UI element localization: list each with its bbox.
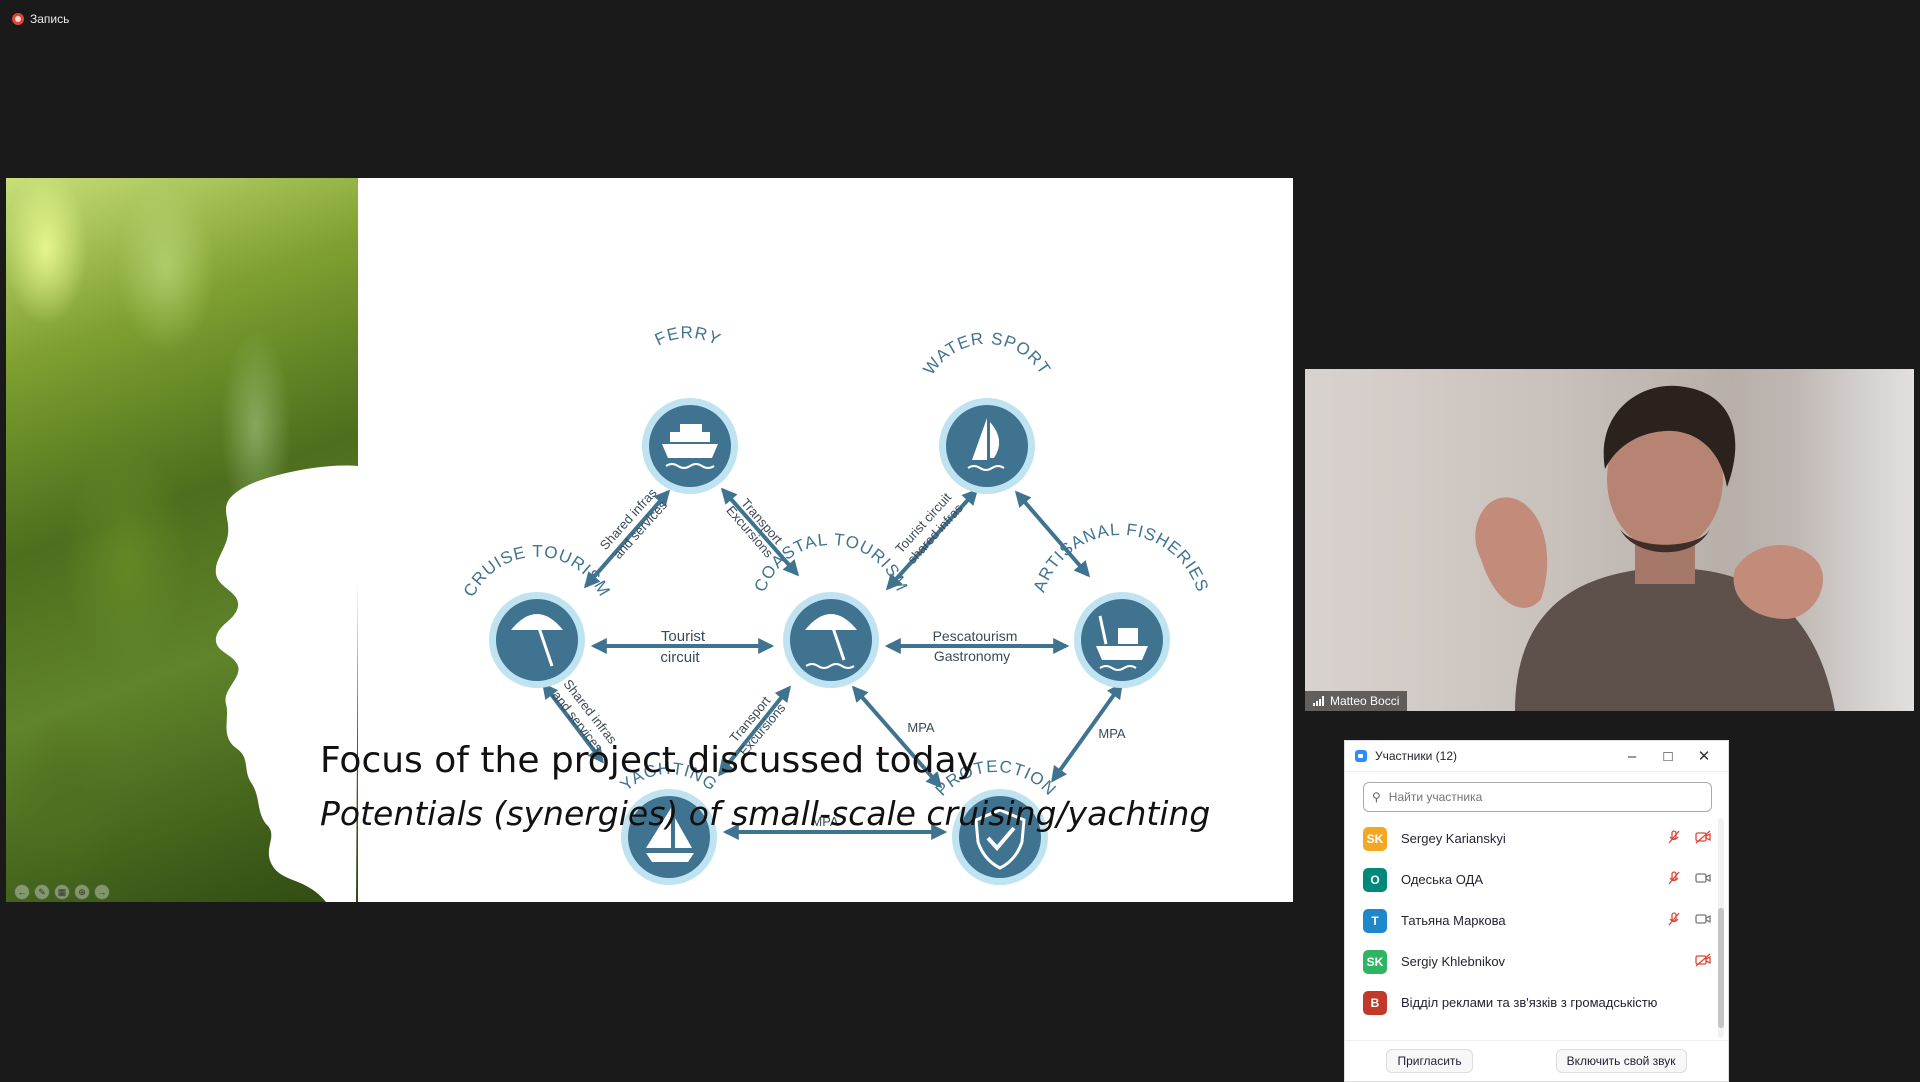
mic-muted-icon bbox=[1666, 870, 1682, 889]
search-icon: ⚲ bbox=[1372, 790, 1381, 804]
edge-label-coastal-protection: MPA bbox=[907, 720, 935, 735]
fishing-boat-icon bbox=[1096, 615, 1148, 671]
edge-label-cruise-ferry: Shared infras and services bbox=[597, 485, 671, 562]
node-water-sport bbox=[939, 398, 1035, 494]
participant-row[interactable]: Т Татьяна Маркова bbox=[1345, 900, 1728, 941]
slide-title: Focus of the project discussed today bbox=[320, 740, 978, 781]
beach-umbrella-icon bbox=[805, 614, 857, 669]
invite-button[interactable]: Пригласить bbox=[1386, 1049, 1473, 1073]
ferry-icon bbox=[662, 424, 718, 469]
shared-slide: FERRY WATER SPORT CRUISE TOURISM COASTAL… bbox=[6, 178, 1293, 902]
speaker-video-image bbox=[1475, 385, 1835, 711]
node-yachting bbox=[621, 789, 717, 885]
participants-panel-title: Участники (12) bbox=[1375, 749, 1458, 763]
participant-search[interactable]: ⚲ bbox=[1363, 782, 1712, 812]
participants-scrollbar[interactable] bbox=[1718, 818, 1724, 1038]
video-on-icon bbox=[1694, 870, 1712, 889]
node-label-ferry: FERRY bbox=[652, 323, 724, 350]
node-ferry bbox=[642, 398, 738, 494]
participant-status bbox=[1694, 952, 1712, 971]
participant-row-name: Sergiy Khlebnikov bbox=[1401, 954, 1506, 969]
edge-label-fisheries-protection: MPA bbox=[1098, 726, 1126, 741]
node-cruise-tourism bbox=[489, 592, 585, 688]
participant-row[interactable]: О Одеська ОДА bbox=[1345, 859, 1728, 900]
arrow-back-icon[interactable]: ← bbox=[14, 884, 30, 900]
pen-icon[interactable]: ✎ bbox=[34, 884, 50, 900]
mic-muted-icon bbox=[1666, 911, 1682, 930]
synergy-diagram: FERRY WATER SPORT CRUISE TOURISM COASTAL… bbox=[460, 323, 1213, 885]
maximize-icon[interactable]: □ bbox=[1663, 747, 1673, 765]
participants-panel-header: Участники (12) – □ ✕ bbox=[1345, 741, 1728, 772]
participants-panel: Участники (12) – □ ✕ ⚲ SK Sergey Kariansk… bbox=[1344, 740, 1729, 1082]
speaker-video-tile[interactable]: Matteo Bocci bbox=[1305, 369, 1914, 711]
participant-avatar: В bbox=[1363, 990, 1387, 1015]
node-coastal-tourism bbox=[783, 592, 879, 688]
participant-avatar: SK bbox=[1363, 949, 1387, 974]
node-label-water-sport: WATER SPORT bbox=[920, 329, 1055, 379]
sailboat-icon bbox=[646, 808, 694, 862]
participant-avatar: Т bbox=[1363, 908, 1387, 933]
edge-label-yachting-protection: MPA bbox=[811, 814, 839, 829]
participant-row-name: Sergey Karianskyi bbox=[1401, 831, 1506, 846]
signal-strength-icon bbox=[1313, 696, 1324, 706]
minimize-icon[interactable]: – bbox=[1627, 747, 1637, 765]
participant-search-input[interactable] bbox=[1386, 789, 1703, 805]
participant-row-name: Одеська ОДА bbox=[1401, 872, 1484, 887]
edge-label-cruise-coastal: Tourist circuit bbox=[660, 628, 706, 666]
edge-label-coastal-fisheries: Pescatourism Gastronomy bbox=[933, 628, 1018, 664]
participant-avatar: О bbox=[1363, 867, 1387, 892]
participant-row[interactable]: SK Sergey Karianskyi bbox=[1345, 818, 1728, 859]
svg-text:Gastronomy: Gastronomy bbox=[934, 648, 1010, 664]
diagram-arrows bbox=[542, 487, 1123, 840]
scrollbar-thumb[interactable] bbox=[1718, 908, 1724, 1028]
record-icon bbox=[12, 13, 24, 25]
zoom-logo-icon bbox=[1355, 750, 1367, 762]
participant-status bbox=[1666, 870, 1712, 889]
mic-muted-icon bbox=[1666, 829, 1682, 848]
participant-row-name: Відділ реклами та зв'язків з громадськіс… bbox=[1401, 995, 1658, 1010]
svg-text:Pescatourism: Pescatourism bbox=[933, 628, 1018, 644]
node-label-cruise-tourism: CRUISE TOURISM bbox=[460, 542, 614, 600]
recording-label: Запись bbox=[30, 12, 70, 26]
participants-panel-footer: Пригласить Включить свой звук bbox=[1345, 1040, 1728, 1081]
participant-avatar: SK bbox=[1363, 826, 1387, 851]
close-icon[interactable]: ✕ bbox=[1697, 748, 1711, 765]
beach-umbrella-icon bbox=[511, 614, 563, 667]
recording-indicator[interactable]: Запись bbox=[12, 12, 69, 26]
node-artisanal-fisheries bbox=[1074, 592, 1170, 688]
edge-label-coastal-watersport: Tourist circuit shared infras bbox=[892, 489, 966, 566]
video-on-icon bbox=[1694, 911, 1712, 930]
participant-status bbox=[1666, 911, 1712, 930]
arrow-forward-icon[interactable]: → bbox=[94, 884, 110, 900]
node-label-artisanal-fisheries: ARTISANAL FISHERIES bbox=[1030, 520, 1213, 595]
shield-check-icon bbox=[974, 808, 1026, 870]
svg-text:circuit: circuit bbox=[660, 649, 700, 666]
unmute-self-button[interactable]: Включить свой звук bbox=[1555, 1049, 1687, 1073]
participant-row[interactable]: В Відділ реклами та зв'язків з громадські… bbox=[1345, 982, 1728, 1023]
slide-white-shape bbox=[215, 465, 358, 902]
participant-name: Matteo Bocci bbox=[1330, 694, 1400, 708]
participant-name-tag: Matteo Bocci bbox=[1305, 691, 1408, 711]
node-protection bbox=[952, 789, 1048, 885]
zoom-icon[interactable]: ⊕ bbox=[74, 884, 90, 900]
svg-text:Tourist: Tourist bbox=[661, 628, 706, 645]
video-off-icon bbox=[1694, 829, 1712, 848]
windsurf-icon bbox=[967, 418, 1005, 471]
video-off-icon bbox=[1694, 952, 1712, 971]
slides-icon[interactable]: ▦ bbox=[54, 884, 70, 900]
participant-row[interactable]: SK Sergiy Khlebnikov bbox=[1345, 941, 1728, 982]
participant-row-name: Татьяна Маркова bbox=[1401, 913, 1506, 928]
participant-status bbox=[1666, 829, 1712, 848]
slide-subtitle: Potentials (synergies) of small-scale cr… bbox=[320, 794, 1211, 833]
slide-toolbar: ← ✎ ▦ ⊕ → bbox=[14, 884, 110, 900]
